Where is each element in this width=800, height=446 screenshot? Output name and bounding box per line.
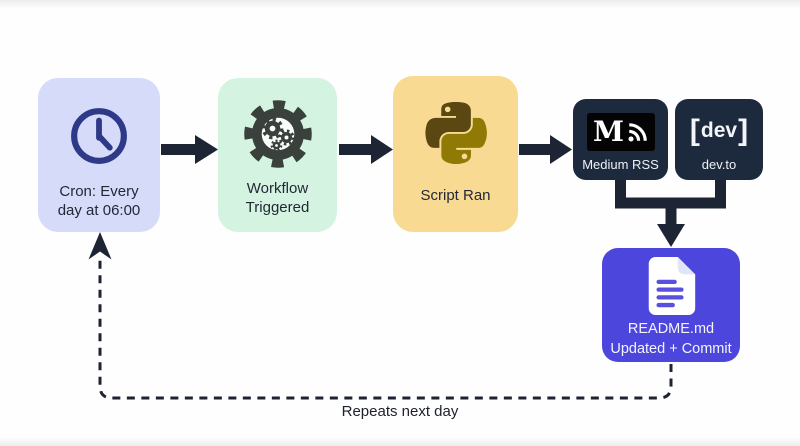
dev-bracket-left: [ [689,113,700,147]
arrow-right-icon [339,135,393,164]
python-icon [424,102,487,164]
python-eye [461,153,467,160]
gears-icon [243,100,312,168]
node-medium-label: Medium RSS [582,157,659,172]
node-workflow-label-line2: Triggered [245,199,310,216]
node-devto-label-line1: dev.to [701,157,737,172]
node-medium-label-line1: Medium RSS [582,157,659,172]
node-cron-label-line1: Cron: Every [59,183,139,200]
medium-rss-logo: M [586,113,655,151]
node-readme: README.md Updated + Commit [602,248,740,362]
dev-bracket-right: ] [738,113,749,147]
loop-arrowhead-icon [88,232,112,260]
medium-m-letter: M [593,115,624,148]
node-readme-label-line2: Updated + Commit [610,340,732,357]
arrow-down-head-icon [657,224,685,247]
node-cron: Cron: Every day at 06:00 [38,78,160,232]
small-gear [277,129,295,146]
loop-dashed-path [98,257,673,400]
loop-label: Repeats next day [341,403,459,420]
document-icon [648,256,696,316]
dev-logo: [ dev ] [690,110,748,151]
node-medium-rss: M Medium RSS [573,99,668,180]
node-cron-label-line2: day at 06:00 [57,202,141,219]
arrow-right-icon [519,135,572,164]
node-devto: [ dev ] dev.to [675,99,763,180]
python-eye [444,106,450,113]
node-workflow-label: Workflow Triggered [246,179,310,217]
node-script-label: Script Ran [420,186,490,205]
node-script: Script Ran [393,76,518,232]
dev-word: dev [700,119,738,142]
arrow-right-icon [161,135,218,164]
node-devto-label: dev.to [702,157,736,172]
small-gear [261,117,283,140]
node-script-label-line1: Script Ran [420,187,491,204]
node-workflow: Workflow Triggered [218,78,337,232]
node-cron-label: Cron: Every day at 06:00 [58,182,141,220]
node-readme-label-line1: README.md [627,321,715,337]
clock-icon [71,108,127,164]
rss-icon [628,122,647,142]
node-readme-label: README.md Updated + Commit [610,320,731,359]
node-workflow-label-line1: Workflow [246,180,309,197]
merge-connector [615,180,726,209]
